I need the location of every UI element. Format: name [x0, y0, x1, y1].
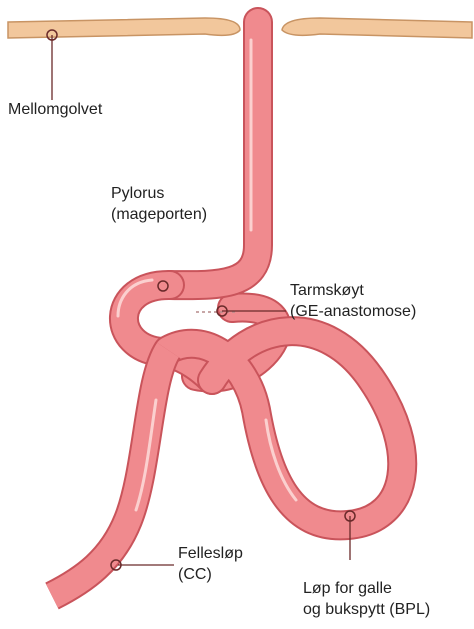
diaphragm-left [8, 18, 240, 38]
label-diaphragm-text: Mellomgolvet [8, 101, 102, 118]
diaphragm-right [282, 18, 472, 38]
intestine-biliopancreatic-limb [168, 331, 402, 525]
label-common-channel-line2: (CC) [178, 564, 243, 585]
intestine-common-channel [52, 350, 168, 596]
label-biliopancreatic-line1: Løp for galle [303, 578, 430, 599]
label-pylorus: Pylorus (mageporten) [111, 183, 207, 225]
label-biliopancreatic-line2: og bukspytt (BPL) [303, 599, 430, 620]
label-common-channel-line1: Fellesløp [178, 543, 243, 564]
label-common-channel: Fellesløp (CC) [178, 543, 243, 585]
label-pylorus-line1: Pylorus [111, 183, 207, 204]
label-biliopancreatic: Løp for galle og bukspytt (BPL) [303, 578, 430, 620]
label-anastomosis-line2: (GE-anastomose) [290, 301, 416, 322]
label-anastomosis-line1: Tarmskøyt [290, 280, 416, 301]
intestine-esophagus-stomach [170, 22, 258, 285]
label-diaphragm: Mellomgolvet [8, 99, 102, 120]
label-pylorus-line2: (mageporten) [111, 204, 207, 225]
label-anastomosis: Tarmskøyt (GE-anastomose) [290, 280, 416, 322]
